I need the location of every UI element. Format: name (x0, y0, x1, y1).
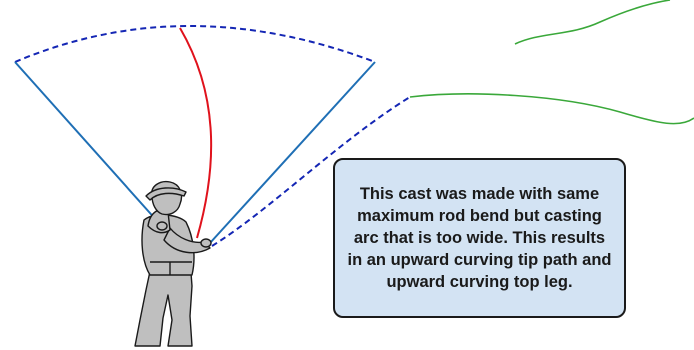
caption-text: This cast was made with same maximum rod… (347, 185, 612, 291)
fly-line-top-leg (409, 93, 694, 125)
caption-box: This cast was made with same maximum rod… (333, 158, 626, 318)
fly-line-upper-loop (514, 0, 671, 45)
fly-fisherman-figure-icon (134, 180, 212, 347)
rod-back-position (14, 61, 159, 223)
bent-rod (179, 27, 213, 239)
rod-forward-position (209, 61, 376, 244)
